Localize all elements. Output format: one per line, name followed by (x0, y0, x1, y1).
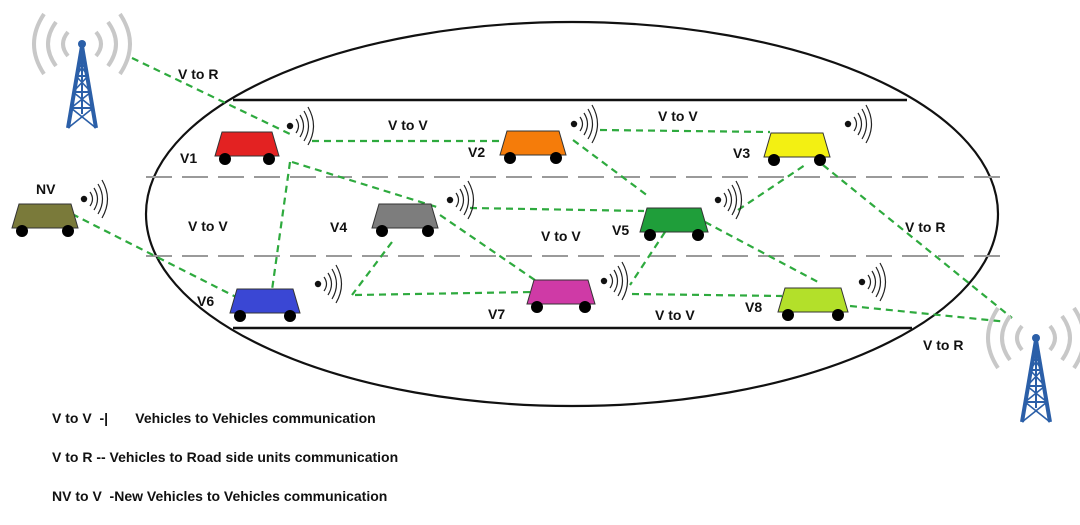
road-side-unit-right (986, 306, 1080, 424)
link-v3-tower2 (822, 164, 1013, 319)
link-v6-v7 (354, 290, 534, 297)
link-v4-v7 (439, 214, 546, 288)
link-v5-v3 (737, 164, 806, 211)
vehicle-body (11, 203, 79, 229)
vehicle-v6: V6 (197, 288, 301, 322)
vehicle-body (763, 132, 831, 158)
signal-icon (80, 179, 109, 219)
legend-nv2v: NV to V -New Vehicles to Vehicles commun… (52, 488, 388, 504)
legend-v2r: V to R -- Vehicles to Road side units co… (52, 449, 399, 465)
vehicle-wheel (219, 153, 231, 165)
label-v2v-bottom: V to V (655, 307, 695, 323)
link-v2-v5 (572, 139, 649, 197)
link-v4-v5 (469, 206, 645, 213)
label-v2r-right2: V to R (923, 337, 963, 353)
vehicle-body (526, 279, 596, 305)
vehicle-wheel (62, 225, 74, 237)
link-tower1-v1 (131, 57, 291, 135)
vehicle-label-nv: NV (36, 181, 56, 197)
vehicle-wheel (782, 309, 794, 321)
vehicle-wheel (263, 153, 275, 165)
vehicle-body (371, 203, 439, 229)
label-v2v-left: V to V (188, 218, 228, 234)
vehicle-wheel (376, 225, 388, 237)
vehicle-v1: V1 (180, 131, 280, 166)
label-v2v-mid: V to V (541, 228, 581, 244)
vehicle-label-v8: V8 (745, 299, 762, 315)
communication-links (71, 57, 1013, 324)
vehicle-wheel (692, 229, 704, 241)
vehicle-wheel (531, 301, 543, 313)
road-side-unit-left (32, 12, 132, 130)
vehicle-label-v6: V6 (197, 293, 214, 309)
vehicle-wheel (814, 154, 826, 166)
vehicle-v2: V2 (468, 130, 567, 164)
vehicle-body (214, 131, 280, 157)
vehicle-v5: V5 (612, 207, 709, 241)
vehicle-v8: V8 (745, 287, 849, 321)
link-v7-v8 (631, 292, 783, 298)
label-v2v-top1: V to V (388, 117, 428, 133)
vehicle-body (499, 130, 567, 156)
vehicle-wheel (234, 310, 246, 322)
vehicle-body (777, 287, 849, 313)
vehicle-label-v4: V4 (330, 219, 347, 235)
vehicle-label-v5: V5 (612, 222, 629, 238)
vehicle-nv: NV (11, 181, 79, 237)
road-ellipse (144, 20, 1000, 408)
label-v2r-right1: V to R (905, 219, 945, 235)
vehicle-label-v2: V2 (468, 144, 485, 160)
vehicle-v4: V4 (330, 203, 439, 237)
vehicle-wheel (832, 309, 844, 321)
vehicle-body (639, 207, 709, 233)
vehicle-wheel (422, 225, 434, 237)
link-v5-v7 (629, 231, 666, 286)
legend: V to V -| Vehicles to Vehicles communica… (52, 408, 398, 525)
link-v5-v8 (704, 221, 819, 283)
link-v1-v6 (270, 161, 292, 291)
label-v2v-top2: V to V (658, 108, 698, 124)
label-v2r-top: V to R (178, 66, 218, 82)
vehicle-wheel (579, 301, 591, 313)
vehicle-body (229, 288, 301, 314)
link-v8-tower2 (849, 304, 1009, 324)
vehicle-v7: V7 (488, 279, 596, 322)
vehicle-label-v7: V7 (488, 306, 505, 322)
vehicle-wheel (284, 310, 296, 322)
vehicle-wheel (504, 152, 516, 164)
vehicle-wheel (644, 229, 656, 241)
vehicle-wheel (768, 154, 780, 166)
vehicle-v3: V3 (733, 132, 831, 166)
link-v1-v4 (291, 160, 441, 210)
vehicle-wheel (550, 152, 562, 164)
vehicle-wheel (16, 225, 28, 237)
vehicle-label-v3: V3 (733, 145, 750, 161)
legend-v2v: V to V -| Vehicles to Vehicles communica… (52, 410, 376, 426)
vehicle-label-v1: V1 (180, 150, 197, 166)
link-v2-v3 (599, 128, 771, 134)
